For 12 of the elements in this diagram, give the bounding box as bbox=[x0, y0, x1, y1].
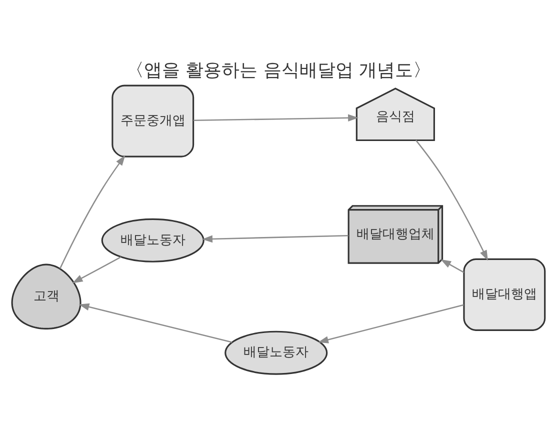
arrow bbox=[440, 259, 464, 273]
arrow bbox=[415, 140, 488, 261]
arrow bbox=[72, 256, 122, 284]
arrow bbox=[59, 155, 126, 269]
arrow bbox=[78, 303, 232, 343]
diagram-title: 〈앱을 활용하는 음식배달업 개념도〉 bbox=[126, 61, 431, 82]
node-box: 주문중개앱 bbox=[112, 84, 194, 158]
node-ellipse: 배달노동자 bbox=[101, 218, 204, 262]
node-box: 배달대행앱 bbox=[463, 258, 546, 331]
arrow bbox=[202, 234, 348, 243]
arrow bbox=[318, 304, 464, 344]
arrow bbox=[193, 114, 359, 122]
